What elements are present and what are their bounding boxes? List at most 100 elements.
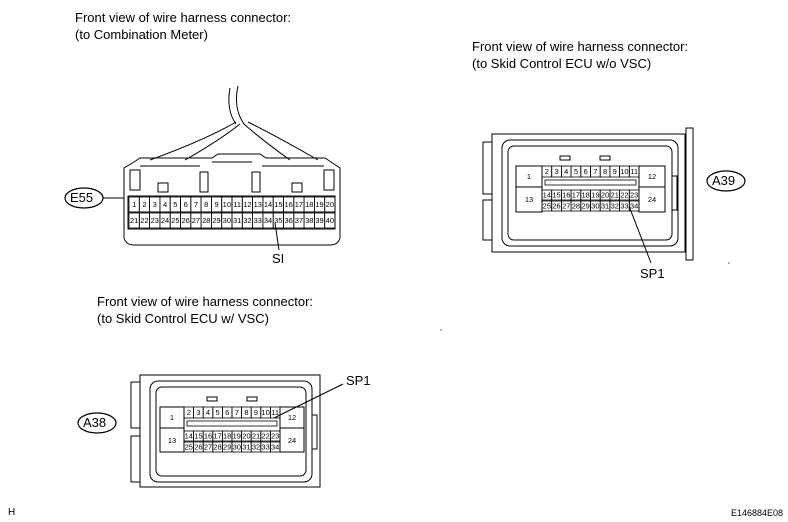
a38-pin-30: 30 — [233, 443, 241, 452]
e55-pin-17: 17 — [295, 200, 303, 209]
a39-id-oval — [706, 170, 746, 192]
a38-pin-12: 12 — [288, 413, 296, 422]
a38-pin-4: 4 — [206, 408, 210, 417]
e55-pin-16: 16 — [284, 200, 292, 209]
e55-pin-3: 3 — [153, 200, 157, 209]
a39-pin-26: 26 — [552, 202, 560, 211]
a39-pin-25: 25 — [543, 202, 551, 211]
a38-pin-2: 2 — [187, 408, 191, 417]
a38-pin-25: 25 — [185, 443, 193, 452]
a39-pin-22: 22 — [620, 191, 628, 200]
a38-pin-32: 32 — [252, 443, 260, 452]
e55-pin-35: 35 — [274, 216, 282, 225]
footer-left-mark: H — [8, 507, 16, 518]
e55-pin-39: 39 — [315, 216, 323, 225]
a38-pin-10: 10 — [261, 408, 269, 417]
e55-pin-19: 19 — [315, 200, 323, 209]
a38-pin-11-cell — [269, 406, 281, 419]
caption-e55-line2: (to Combination Meter) — [75, 27, 208, 42]
a38-keying-bar — [186, 420, 278, 427]
e55-pin-40: 40 — [326, 216, 334, 225]
a39-pin-30: 30 — [591, 202, 599, 211]
a39-pin-7: 7 — [593, 167, 597, 176]
a38-pin-31: 31 — [242, 443, 250, 452]
a38-pin-19: 19 — [233, 432, 241, 441]
e55-pin-18: 18 — [305, 200, 313, 209]
a39-id-label: A39 — [712, 173, 736, 188]
a39-pin-15: 15 — [552, 191, 560, 200]
a39-pin-13: 13 — [525, 195, 533, 204]
a39-pin-14: 14 — [543, 191, 551, 200]
e55-pin-15: 15 — [274, 200, 282, 209]
e55-pin-1: 1 — [132, 200, 136, 209]
a39-pin-5: 5 — [574, 167, 578, 176]
a38-id-oval — [77, 412, 117, 434]
e55-pin-22: 22 — [140, 216, 148, 225]
e55-pin-32: 32 — [243, 216, 251, 225]
a39-pin-2: 2 — [545, 167, 549, 176]
a39-pin-21: 21 — [611, 191, 619, 200]
a38-pin-14: 14 — [185, 432, 193, 441]
caption-a39: Front view of wire harness connector: (t… — [472, 38, 688, 72]
a38-pin-15: 15 — [194, 432, 202, 441]
e55-pin-25: 25 — [171, 216, 179, 225]
a38-pin-11: 11 — [271, 408, 279, 417]
a38-pin-23-cell — [269, 430, 281, 442]
e55-pin-20-cell — [324, 196, 336, 213]
e55-si-leader — [274, 222, 280, 251]
caption-a39-line1: Front view of wire harness connector: — [472, 39, 689, 54]
a39-pin-12: 12 — [648, 172, 656, 181]
a39-pin-8: 8 — [603, 167, 607, 176]
e55-pin-36: 36 — [284, 216, 292, 225]
a39-pin-16: 16 — [562, 191, 570, 200]
a38-pin-28: 28 — [213, 443, 221, 452]
a38-pin-29: 29 — [223, 443, 231, 452]
a38-pin-6: 6 — [225, 408, 229, 417]
e55-pin-27: 27 — [192, 216, 200, 225]
a39-pin-34: 34 — [630, 202, 638, 211]
a38-pin-21: 21 — [252, 432, 260, 441]
a39-pin-10: 10 — [620, 167, 628, 176]
a39-pin-33: 33 — [620, 202, 628, 211]
e55-pin-9: 9 — [214, 200, 218, 209]
e55-pin-8: 8 — [204, 200, 208, 209]
a38-pin-20: 20 — [242, 432, 250, 441]
e55-pin-12: 12 — [243, 200, 251, 209]
a38-pin-23: 23 — [271, 432, 279, 441]
e55-pin-26: 26 — [181, 216, 189, 225]
a39-pin-29: 29 — [581, 202, 589, 211]
caption-a38-line1: Front view of wire harness connector: — [97, 294, 314, 309]
a38-pin-16: 16 — [204, 432, 212, 441]
a39-pin-label-sp1: SP1 — [640, 266, 665, 281]
a39-sp1-leader — [628, 205, 652, 264]
a38-pin-1: 1 — [170, 413, 174, 422]
a38-pin-5: 5 — [216, 408, 220, 417]
caption-a38-line2: (to Skid Control ECU w/ VSC) — [97, 311, 269, 326]
a38-pin-26: 26 — [194, 443, 202, 452]
a39-keying-bar — [544, 179, 637, 186]
e55-pin-7: 7 — [194, 200, 198, 209]
a39-pin-24: 24 — [648, 195, 656, 204]
e55-pin-6: 6 — [184, 200, 188, 209]
a38-pin-13: 13 — [168, 436, 176, 445]
a39-pin-20: 20 — [601, 191, 609, 200]
e55-id-label: E55 — [70, 190, 94, 205]
e55-pin-34: 34 — [264, 216, 272, 225]
e55-pin-label-si: SI — [272, 251, 285, 266]
e55-pin-28: 28 — [202, 216, 210, 225]
e55-pin-31: 31 — [233, 216, 241, 225]
a38-pin-34-cell — [269, 441, 281, 453]
e55-pin-37: 37 — [295, 216, 303, 225]
e55-pin-24: 24 — [161, 216, 169, 225]
a38-pin-33: 33 — [261, 443, 269, 452]
a39-pin-19: 19 — [591, 191, 599, 200]
a39-pin-9: 9 — [613, 167, 617, 176]
e55-pin-2: 2 — [142, 200, 146, 209]
a38-pin-7: 7 — [235, 408, 239, 417]
a39-pin-6: 6 — [584, 167, 588, 176]
e55-pin-14: 14 — [264, 200, 272, 209]
e55-pin-5: 5 — [173, 200, 177, 209]
a38-pin-8: 8 — [244, 408, 248, 417]
